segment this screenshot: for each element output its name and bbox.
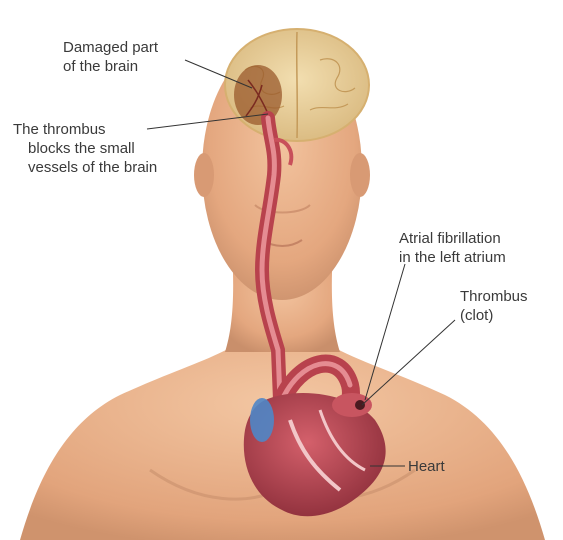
label-thrombus-clot-line2: (clot): [460, 306, 528, 325]
thrombus-clot: [355, 400, 365, 410]
label-heart: Heart: [408, 457, 445, 476]
label-thrombus-blocks: The thrombus blocks the small vessels of…: [13, 120, 157, 177]
label-thrombus-blocks-line1: The thrombus: [13, 120, 157, 139]
label-heart-text: Heart: [408, 458, 445, 475]
label-damaged-brain-line1: Damaged part: [63, 38, 158, 57]
label-thrombus-blocks-line2: blocks the small: [13, 139, 157, 158]
superior-vena-cava: [250, 398, 274, 442]
label-thrombus-blocks-line3: vessels of the brain: [13, 158, 157, 177]
label-thrombus-clot-line1: Thrombus: [460, 287, 528, 306]
label-damaged-brain-line2: of the brain: [63, 57, 158, 76]
label-atrial-fibrillation: Atrial fibrillation in the left atrium: [399, 229, 506, 267]
label-damaged-brain: Damaged part of the brain: [63, 38, 158, 76]
label-atrial-fibrillation-line2: in the left atrium: [399, 248, 506, 267]
label-atrial-fibrillation-line1: Atrial fibrillation: [399, 229, 506, 248]
label-thrombus-clot: Thrombus (clot): [460, 287, 528, 325]
brain: [225, 29, 369, 141]
